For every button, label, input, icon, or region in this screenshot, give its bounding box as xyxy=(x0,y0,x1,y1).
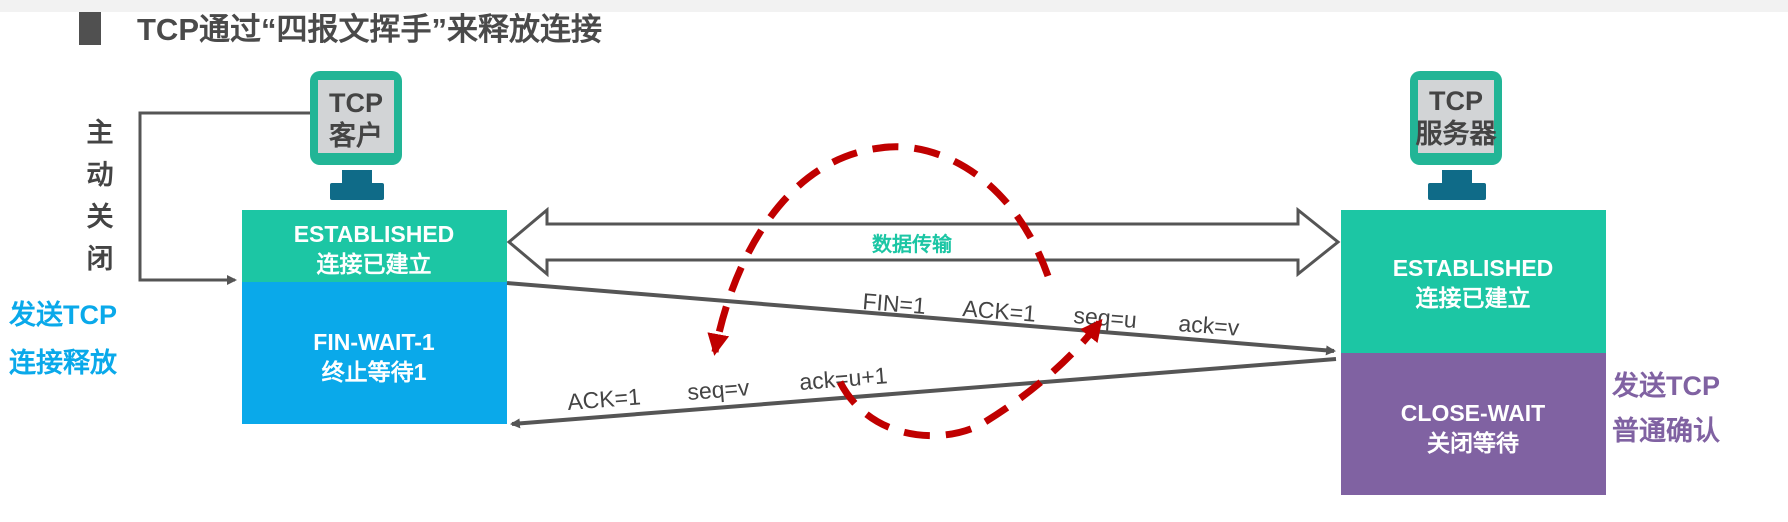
fin-segment-labels: FIN=1 ACK=1 seq=u ack=v xyxy=(862,288,1241,341)
data-transfer-double-arrow xyxy=(506,206,1341,278)
active-close-bracket-arrow xyxy=(138,111,310,285)
server-send-note-1: 发送TCP xyxy=(1611,370,1720,401)
fin-flag: FIN=1 xyxy=(862,288,927,319)
client-fin-wait-cn: 终止等待1 xyxy=(322,359,427,385)
title-bullet-icon xyxy=(79,12,101,45)
server-monitor-label-1: TCP xyxy=(1429,86,1483,116)
client-monitor-label-1: TCP xyxy=(329,88,383,118)
client-established-cn: 连接已建立 xyxy=(317,251,432,277)
server-established-cn: 连接已建立 xyxy=(1416,285,1531,311)
ack-flag: ACK=1 xyxy=(962,295,1037,327)
ack-flag: ACK=1 xyxy=(566,383,641,415)
active-close-label: 主 动 关 闭 xyxy=(87,118,114,274)
server-close-wait-cn: 关闭等待 xyxy=(1427,430,1519,456)
client-send-note-1: 发送TCP xyxy=(8,299,117,330)
fin-segment-arrow xyxy=(506,281,1336,356)
data-transfer-label: 数据传输 xyxy=(872,232,953,256)
seq-value: seq=u xyxy=(1073,302,1138,333)
server-established-en: ESTABLISHED xyxy=(1393,255,1554,281)
seq-value: seq=v xyxy=(686,374,750,405)
red-dashed-arc-bottom-arrow xyxy=(836,318,1103,440)
ack-segment-arrow xyxy=(510,357,1337,429)
top-band xyxy=(0,0,1788,12)
active-close-char: 动 xyxy=(87,160,114,190)
active-close-char: 关 xyxy=(87,202,114,232)
active-close-char: 主 xyxy=(87,118,114,148)
server-send-note-2: 普通确认 xyxy=(1612,415,1720,446)
client-send-note-2: 连接释放 xyxy=(9,347,118,378)
client-fin-wait-1-box xyxy=(242,282,507,424)
server-close-wait-box xyxy=(1341,353,1606,495)
client-monitor-label-2: 客户 xyxy=(329,120,383,151)
page-title: TCP通过“四报文挥手”来释放连接 xyxy=(137,12,602,47)
server-established-box xyxy=(1341,210,1606,353)
client-fin-wait-en: FIN-WAIT-1 xyxy=(313,329,435,355)
client-established-en: ESTABLISHED xyxy=(294,221,455,247)
client-established-box xyxy=(242,210,507,282)
red-dashed-arc-top-arrow xyxy=(707,143,1052,356)
active-close-char: 闭 xyxy=(87,244,114,274)
ack-value: ack=v xyxy=(1178,310,1241,341)
server-close-wait-en: CLOSE-WAIT xyxy=(1401,400,1545,426)
client-monitor-icon: TCP 客户 xyxy=(310,71,402,200)
server-monitor-icon: TCP 服务器 xyxy=(1410,71,1502,200)
server-monitor-label-2: 服务器 xyxy=(1416,119,1498,149)
